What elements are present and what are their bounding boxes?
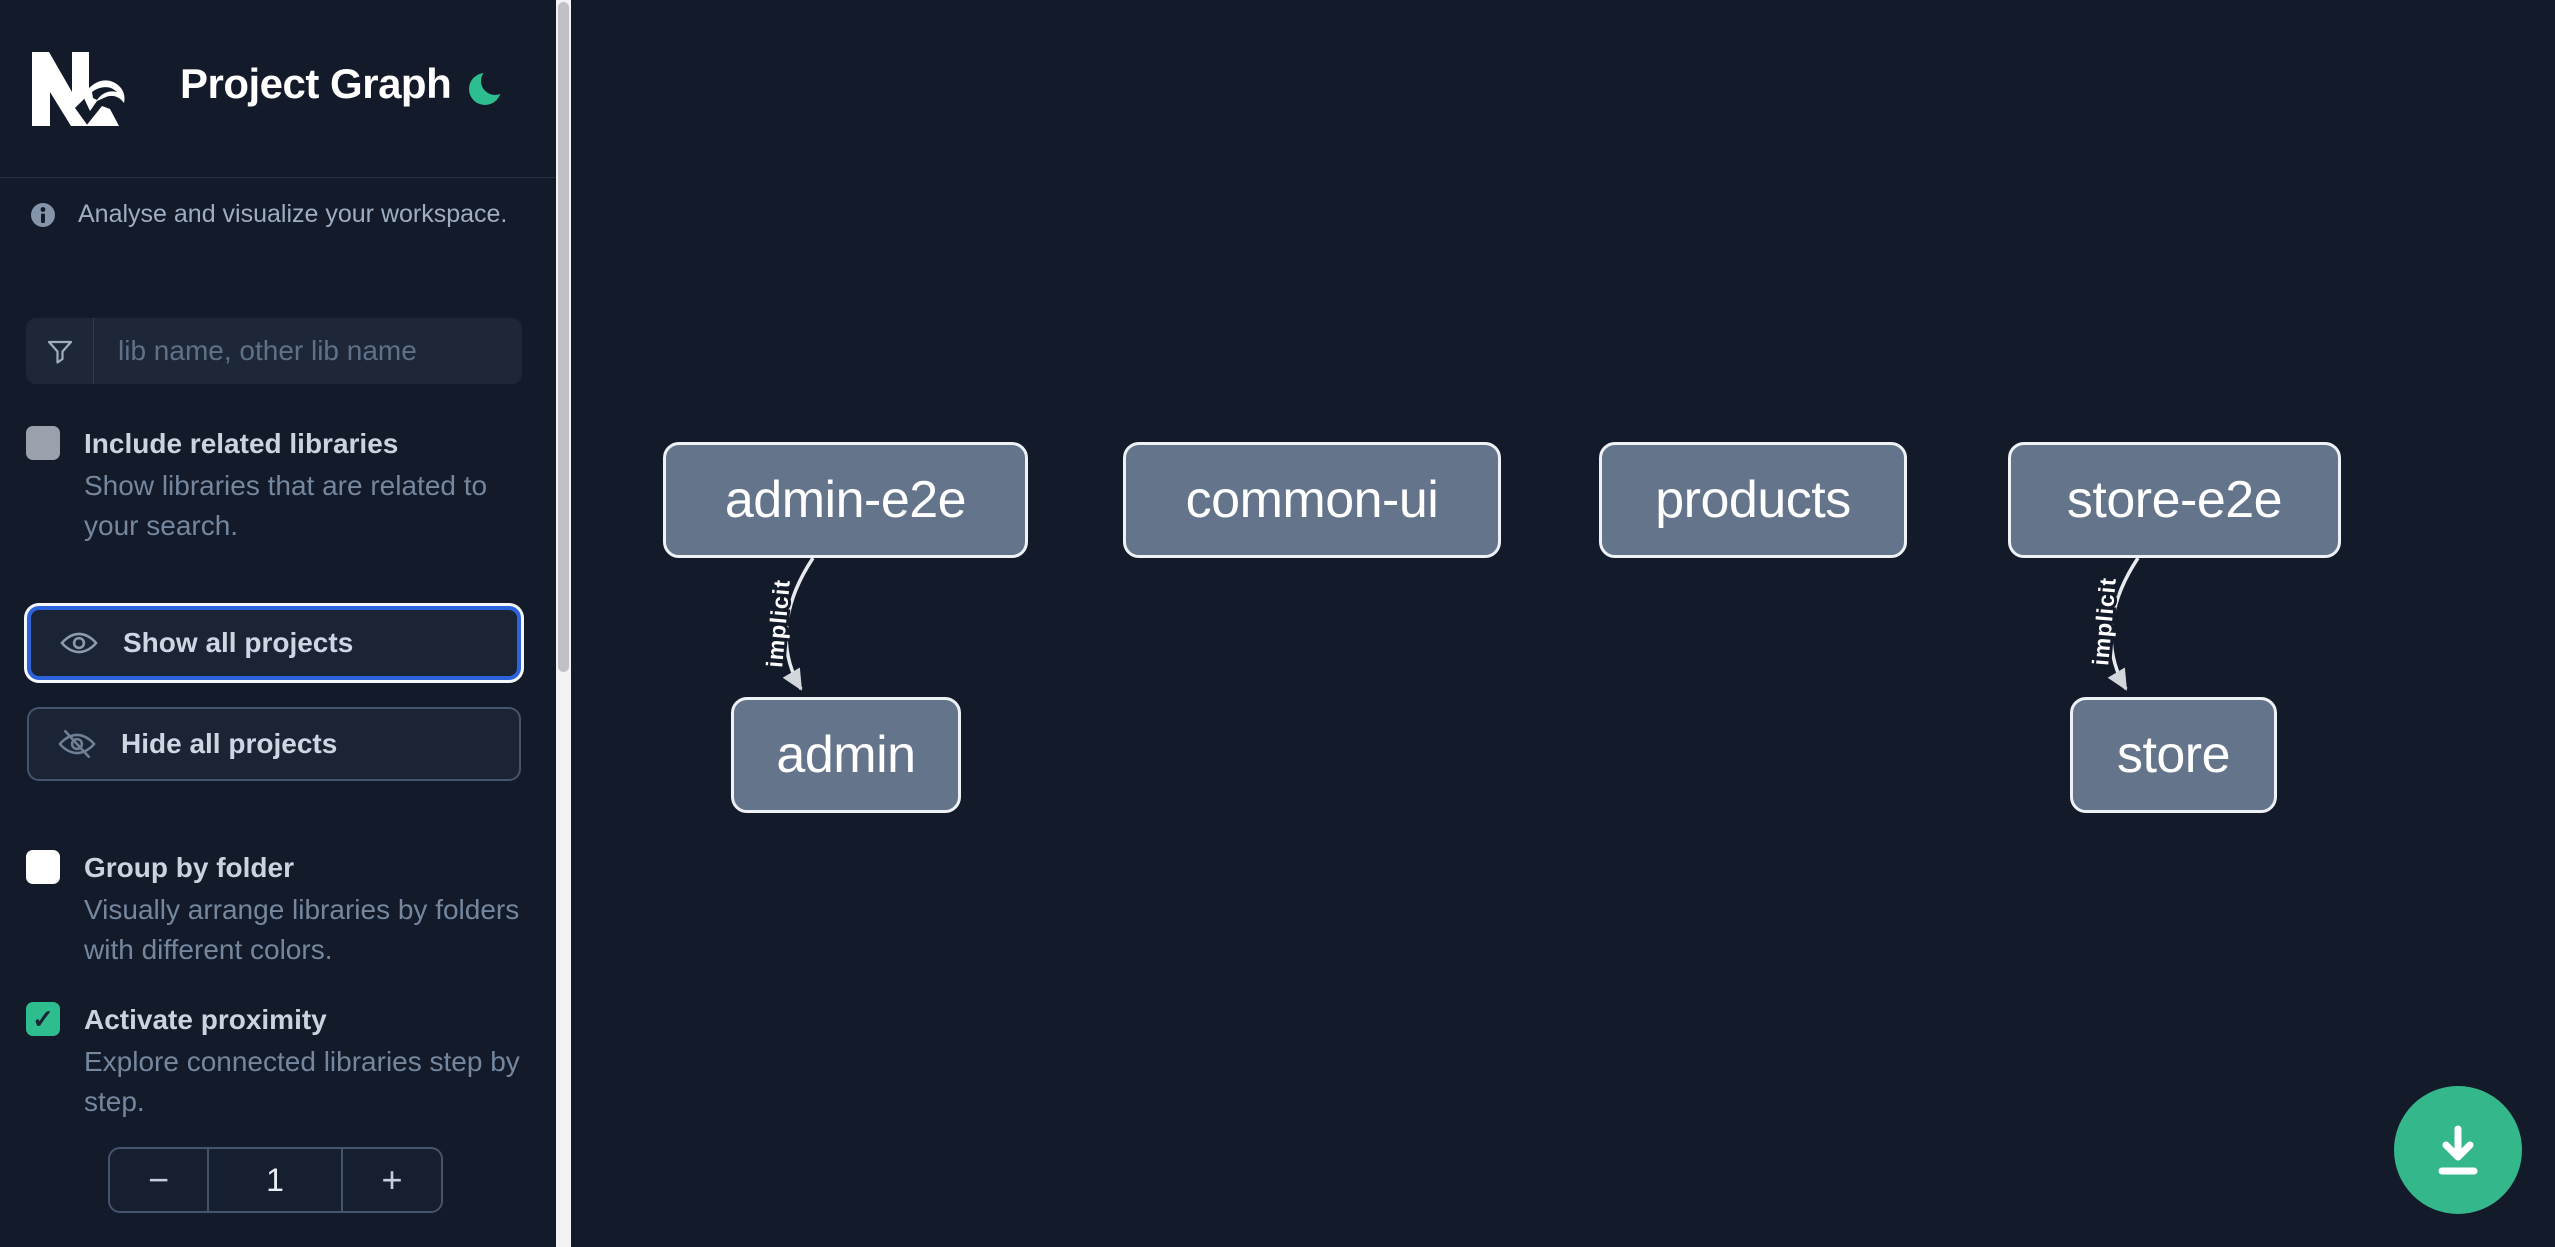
hide-all-projects-label: Hide all projects bbox=[121, 728, 338, 759]
proximity-value[interactable]: 1 bbox=[207, 1149, 343, 1211]
option-description: Visually arrange libraries by folders wi… bbox=[84, 894, 520, 965]
option-description: Explore connected libraries step by step… bbox=[84, 1046, 520, 1117]
eye-off-icon bbox=[58, 729, 96, 759]
hide-all-projects-button[interactable]: Hide all projects bbox=[27, 707, 521, 781]
graph-node-store-e2e[interactable]: store-e2e bbox=[2008, 442, 2341, 558]
graph-node-common-ui[interactable]: common-ui bbox=[1123, 442, 1501, 558]
decrement-button[interactable]: − bbox=[147, 1159, 170, 1200]
graph-node-products[interactable]: products bbox=[1599, 442, 1907, 558]
search-box bbox=[26, 318, 522, 384]
graph-node-admin[interactable]: admin bbox=[731, 697, 961, 813]
graph-canvas[interactable] bbox=[571, 0, 2555, 1247]
eye-icon bbox=[60, 632, 98, 654]
sidebar-scrollbar-track bbox=[556, 0, 571, 1247]
sidebar-scrollbar-thumb[interactable] bbox=[558, 2, 569, 672]
option-include-related: Include related libraries Show libraries… bbox=[26, 424, 526, 546]
proximity-stepper: − 1 + bbox=[108, 1147, 443, 1213]
option-label: Include related libraries bbox=[84, 428, 399, 459]
graph-node-store[interactable]: store bbox=[2070, 697, 2277, 813]
option-description: Show libraries that are related to your … bbox=[84, 470, 488, 541]
sidebar-header: Project Graph bbox=[0, 0, 556, 178]
increment-button[interactable]: + bbox=[381, 1159, 403, 1200]
tagline-text: Analyse and visualize your workspace. bbox=[78, 200, 508, 228]
group-by-folder-checkbox[interactable] bbox=[26, 850, 60, 884]
moon-icon[interactable] bbox=[466, 68, 506, 108]
tagline-row: Analyse and visualize your workspace. bbox=[30, 200, 507, 229]
graph-node-admin-e2e[interactable]: admin-e2e bbox=[663, 442, 1028, 558]
show-all-projects-label: Show all projects bbox=[123, 627, 354, 658]
option-group-by-folder: Group by folder Visually arrange librari… bbox=[26, 848, 526, 970]
sidebar: Project Graph Analyse and visualize your… bbox=[0, 0, 556, 1247]
funnel-icon bbox=[26, 318, 94, 384]
download-button[interactable] bbox=[2394, 1086, 2522, 1214]
activate-proximity-checkbox[interactable]: ✓ bbox=[26, 1002, 60, 1036]
include-related-checkbox[interactable] bbox=[26, 426, 60, 460]
option-label: Group by folder bbox=[84, 852, 294, 883]
download-icon bbox=[2438, 1125, 2478, 1175]
info-icon bbox=[31, 202, 55, 227]
search-input[interactable] bbox=[94, 318, 522, 384]
page-title: Project Graph bbox=[180, 60, 452, 107]
option-activate-proximity: ✓ Activate proximity Explore connected l… bbox=[26, 1000, 526, 1122]
nx-logo-icon bbox=[32, 52, 125, 126]
show-all-projects-button[interactable]: Show all projects bbox=[27, 606, 521, 680]
option-label: Activate proximity bbox=[84, 1004, 327, 1035]
